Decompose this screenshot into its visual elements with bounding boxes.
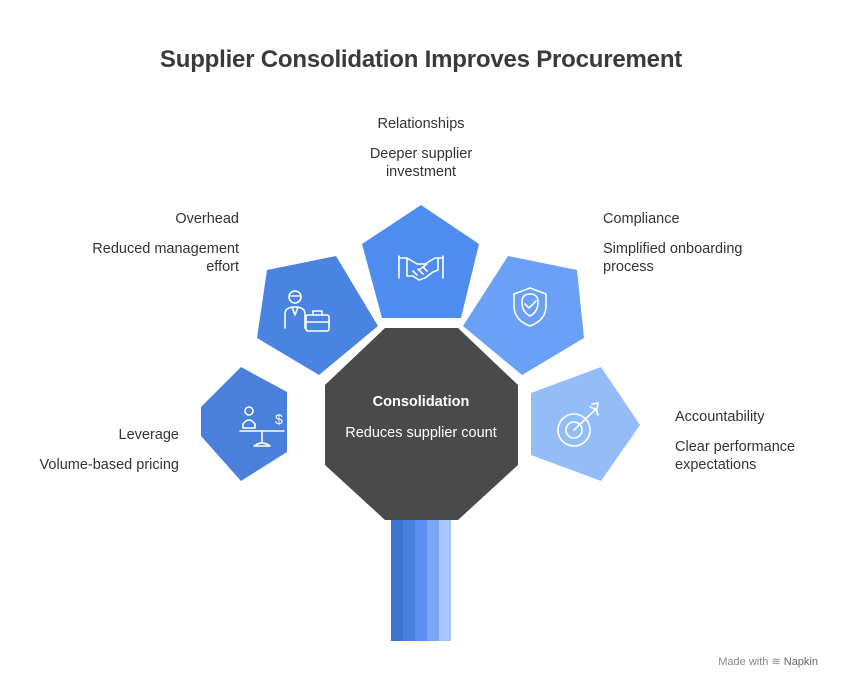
handshake-icon: [398, 255, 444, 281]
svg-text:$: $: [275, 411, 283, 427]
relationships-label: Relationships Deeper supplier investment: [351, 115, 491, 181]
accountability-pentagon: [531, 367, 640, 481]
overhead-label: Overhead Reduced management effort: [69, 210, 239, 276]
overhead-description: Reduced management effort: [92, 241, 239, 275]
stem-bar-4: [427, 520, 439, 641]
leverage-label: Leverage Volume-based pricing: [0, 426, 179, 474]
accountability-title: Accountability: [675, 409, 765, 425]
compliance-pentagon: [463, 256, 584, 375]
compliance-description: Simplified onboarding process: [603, 241, 743, 275]
stem-bar-1: [391, 520, 403, 641]
stem-bar-2: [403, 520, 415, 641]
diagram-title: Supplier Consolidation Improves Procurem…: [159, 46, 683, 73]
stem: [391, 520, 451, 641]
target-arrow-icon: [557, 402, 599, 447]
consolidation-octagon: [325, 328, 518, 520]
center-description: Reduces supplier count: [345, 425, 497, 441]
stem-bar-5: [439, 520, 451, 641]
napkin-brand-text: Napkin: [783, 656, 818, 668]
relationships-pentagon: [362, 205, 479, 318]
leverage-description: Volume-based pricing: [39, 457, 179, 473]
napkin-watermark: Made with ≋ Napkin: [718, 655, 818, 668]
leverage-title: Leverage: [118, 427, 179, 443]
napkin-logo-icon: ≋: [771, 656, 781, 668]
relationships-title: Relationships: [377, 116, 465, 132]
made-with-text: Made with: [718, 656, 769, 668]
accountability-description: Clear performance expectations: [675, 439, 796, 473]
shield-check-icon: [513, 287, 547, 327]
stem-bar-3: [415, 520, 427, 641]
relationships-description: Deeper supplier investment: [369, 146, 473, 180]
overhead-title: Overhead: [175, 211, 239, 227]
accountability-label: Accountability Clear performance expecta…: [675, 408, 825, 474]
compliance-label: Compliance Simplified onboarding process: [603, 210, 763, 276]
scale-money-icon: $: [239, 406, 285, 447]
compliance-title: Compliance: [603, 211, 680, 227]
center-title: Consolidation: [372, 394, 470, 410]
person-briefcase-icon: [284, 290, 330, 332]
